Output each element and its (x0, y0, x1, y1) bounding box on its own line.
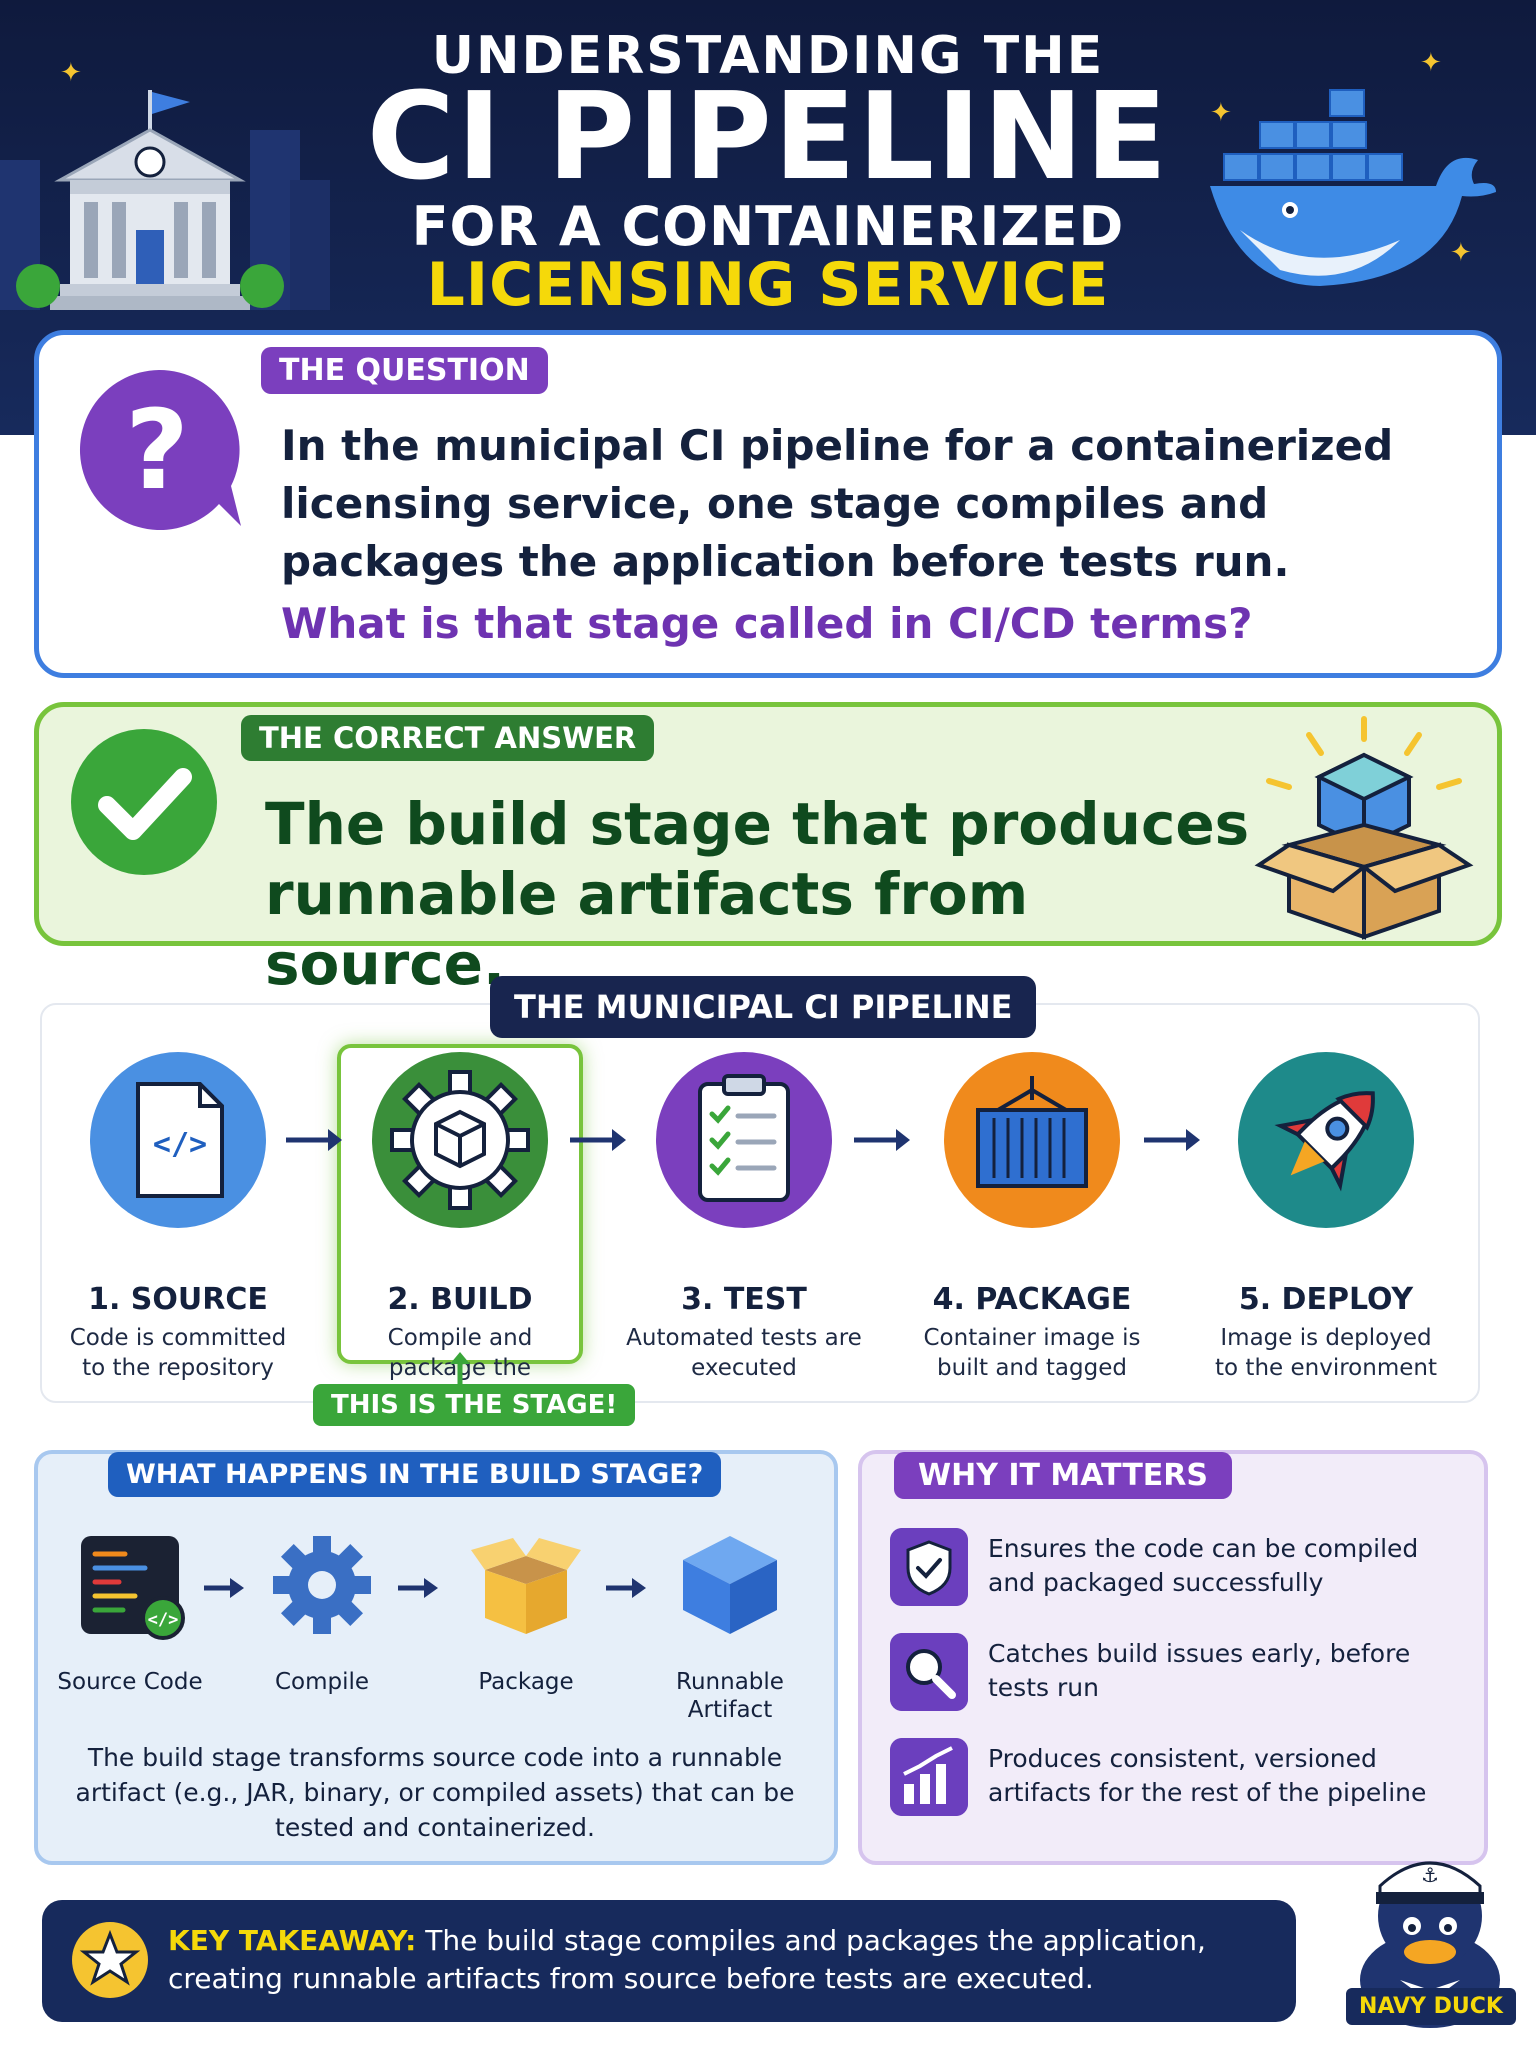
gear-icon (273, 1536, 371, 1634)
title-line-1: UNDERSTANDING THE (431, 26, 1105, 86)
answer-text: The build stage that produces runnable a… (265, 790, 1250, 998)
stage-description: Container image is built and tagged (923, 1325, 1141, 1381)
sparkle-icon: ✦ (60, 58, 82, 88)
key-takeaway-body: The build stage compiles and packages th… (168, 1924, 1206, 1995)
shipping-container-icon (944, 1052, 1120, 1228)
star-icon (72, 1922, 148, 1998)
sparkle-icon: ✦ (1420, 48, 1442, 78)
artifact-box-icon (1254, 716, 1474, 940)
stage-build: 2. BUILD Compile and package the applica… (340, 1050, 580, 1413)
stage-description: Code is committed to the repository (69, 1325, 287, 1381)
sparkle-icon: ✦ (1210, 98, 1232, 128)
stage-title: 3. TEST (681, 1282, 807, 1317)
clipboard-checklist-icon (656, 1052, 832, 1228)
svg-text:?: ? (125, 386, 189, 514)
why-item: Catches build issues early, before tests… (890, 1633, 1460, 1713)
step-compile: Compile (242, 1530, 402, 1696)
why-item-text: Catches build issues early, before tests… (988, 1639, 1411, 1702)
arrow-right-icon (1144, 1129, 1200, 1151)
title-line-2: CI PIPELINE (366, 68, 1170, 207)
why-item: Ensures the code can be compiled and pac… (890, 1528, 1460, 1608)
step-runnable-artifact: Runnable Artifact (650, 1530, 810, 1724)
key-takeaway-bar (42, 1900, 1296, 2022)
title-line-3: FOR A CONTAINERIZED (411, 195, 1125, 258)
step-package: Package (446, 1530, 606, 1696)
arrow-right-icon (204, 1578, 244, 1598)
docker-whale-icon (1210, 89, 1496, 286)
stage-description: Image is deployed to the environment (1215, 1325, 1437, 1381)
stage-title: 4. PACKAGE (932, 1282, 1132, 1317)
cube-icon (683, 1536, 777, 1634)
key-takeaway-text: KEY TAKEAWAY: The build stage compiles a… (168, 1922, 1278, 1998)
arrow-right-icon (606, 1578, 646, 1598)
arrow-right-icon (854, 1129, 910, 1151)
bar-chart-icon (890, 1738, 968, 1816)
gear-cube-icon (372, 1052, 548, 1228)
stage-title: 2. BUILD (387, 1282, 533, 1317)
title-line-4: LICENSING SERVICE (426, 250, 1110, 320)
city-hall-icon (0, 90, 330, 310)
svg-text:⚓: ⚓ (1421, 1863, 1439, 1887)
why-item-text: Produces consistent, versioned artifacts… (988, 1744, 1427, 1807)
checkmark-icon (71, 729, 217, 875)
code-editor-icon: </> (81, 1536, 185, 1640)
svg-text:</>: </> (148, 1610, 179, 1630)
step-label: Package (478, 1669, 574, 1695)
navy-duck-label: NAVY DUCK (1346, 1988, 1516, 2025)
magnifier-icon (890, 1633, 968, 1711)
arrow-right-icon (286, 1129, 342, 1151)
stage-title: 5. DEPLOY (1238, 1282, 1414, 1317)
step-label: Runnable Artifact (676, 1669, 784, 1723)
arrow-right-icon (398, 1578, 438, 1598)
stage-source: </> 1. SOURCE Code is committed to the r… (58, 1050, 298, 1383)
build-stage-panel (34, 1450, 838, 1865)
shield-check-icon (890, 1528, 968, 1606)
stage-deploy: 5. DEPLOY Image is deployed to the envir… (1206, 1050, 1446, 1383)
build-stage-tag: WHAT HAPPENS IN THE BUILD STAGE? (108, 1452, 722, 1497)
key-takeaway-label: KEY TAKEAWAY: (168, 1924, 417, 1957)
build-stage-description: The build stage transforms source code i… (75, 1743, 795, 1842)
arrow-up-icon (450, 1352, 470, 1384)
stage-test: 3. TEST Automated tests are executed (624, 1050, 864, 1383)
step-source-code: </> Source Code (50, 1530, 210, 1696)
why-item: Produces consistent, versioned artifacts… (890, 1738, 1460, 1818)
stage-title: 1. SOURCE (88, 1282, 268, 1317)
step-label: Source Code (57, 1669, 203, 1695)
sparkle-icon: ✦ (1450, 238, 1472, 268)
open-box-icon (471, 1538, 581, 1634)
rocket-icon (1238, 1052, 1414, 1228)
code-file-icon: </> (90, 1052, 266, 1228)
stage-package: 4. PACKAGE Container image is built and … (912, 1050, 1152, 1383)
pipeline-title: THE MUNICIPAL CI PIPELINE (490, 976, 1037, 1038)
step-label: Compile (274, 1669, 370, 1695)
stage-description: Automated tests are executed (626, 1325, 862, 1381)
arrow-right-icon (570, 1129, 626, 1151)
question-tag: THE QUESTION (261, 347, 548, 394)
why-item-text: Ensures the code can be compiled and pac… (988, 1534, 1419, 1597)
answer-card: THE CORRECT ANSWER The build stage that … (34, 702, 1502, 998)
question-subtext: What is that stage called in CI/CD terms… (281, 599, 1253, 648)
svg-text:</>: </> (153, 1127, 207, 1162)
question-card: ? THE QUESTION In the municipal CI pipel… (34, 330, 1502, 678)
question-text: In the municipal CI pipeline for a conta… (281, 421, 1394, 586)
why-it-matters-tag: WHY IT MATTERS (894, 1452, 1232, 1499)
question-mark-icon: ? (79, 369, 241, 530)
answer-tag: THE CORRECT ANSWER (241, 715, 655, 761)
this-is-the-stage-tag: THIS IS THE STAGE! (313, 1384, 636, 1426)
